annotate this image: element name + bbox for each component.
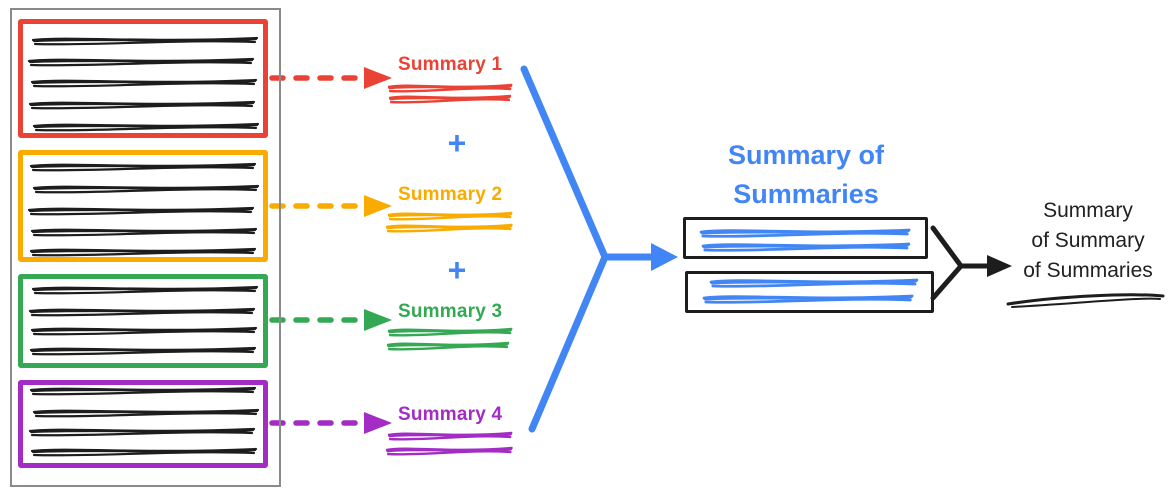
summary-of-summaries-title: Summary of Summaries [727,140,885,209]
source-documents-panel [10,8,281,487]
doc4-to-summary4-dashed-arrow [269,412,392,434]
summary-4-label: Summary 4 [398,404,503,425]
document-box-1 [18,19,268,138]
summary-of-summaries-box-1 [683,217,928,259]
final-merge-arrow [930,225,1012,301]
doc1-to-summary1-dashed-arrow [269,67,392,89]
summary-2-label: Summary 2 [398,184,503,205]
summary2-scribble [385,211,514,233]
document-box-3 [18,274,268,368]
summary-of-summaries-box-2 [685,271,934,313]
doc2-to-summary2-dashed-arrow [269,195,392,217]
doc3-to-summary3-dashed-arrow [269,309,392,331]
summary3-scribble [386,327,513,351]
final-summary-label: Summary of Summary of Summaries [1023,199,1153,282]
plus-sign-2: + [447,252,467,288]
summary4-scribble [385,431,514,456]
summary1-scribble [387,83,513,104]
document-box-2 [18,150,268,262]
final-summary-scribble [1006,293,1165,308]
summary-3-label: Summary 3 [398,301,503,322]
document-box-4 [18,380,268,468]
plus-sign-1: + [447,125,467,161]
summary-1-label: Summary 1 [398,54,503,75]
merge-arrow [520,65,678,433]
